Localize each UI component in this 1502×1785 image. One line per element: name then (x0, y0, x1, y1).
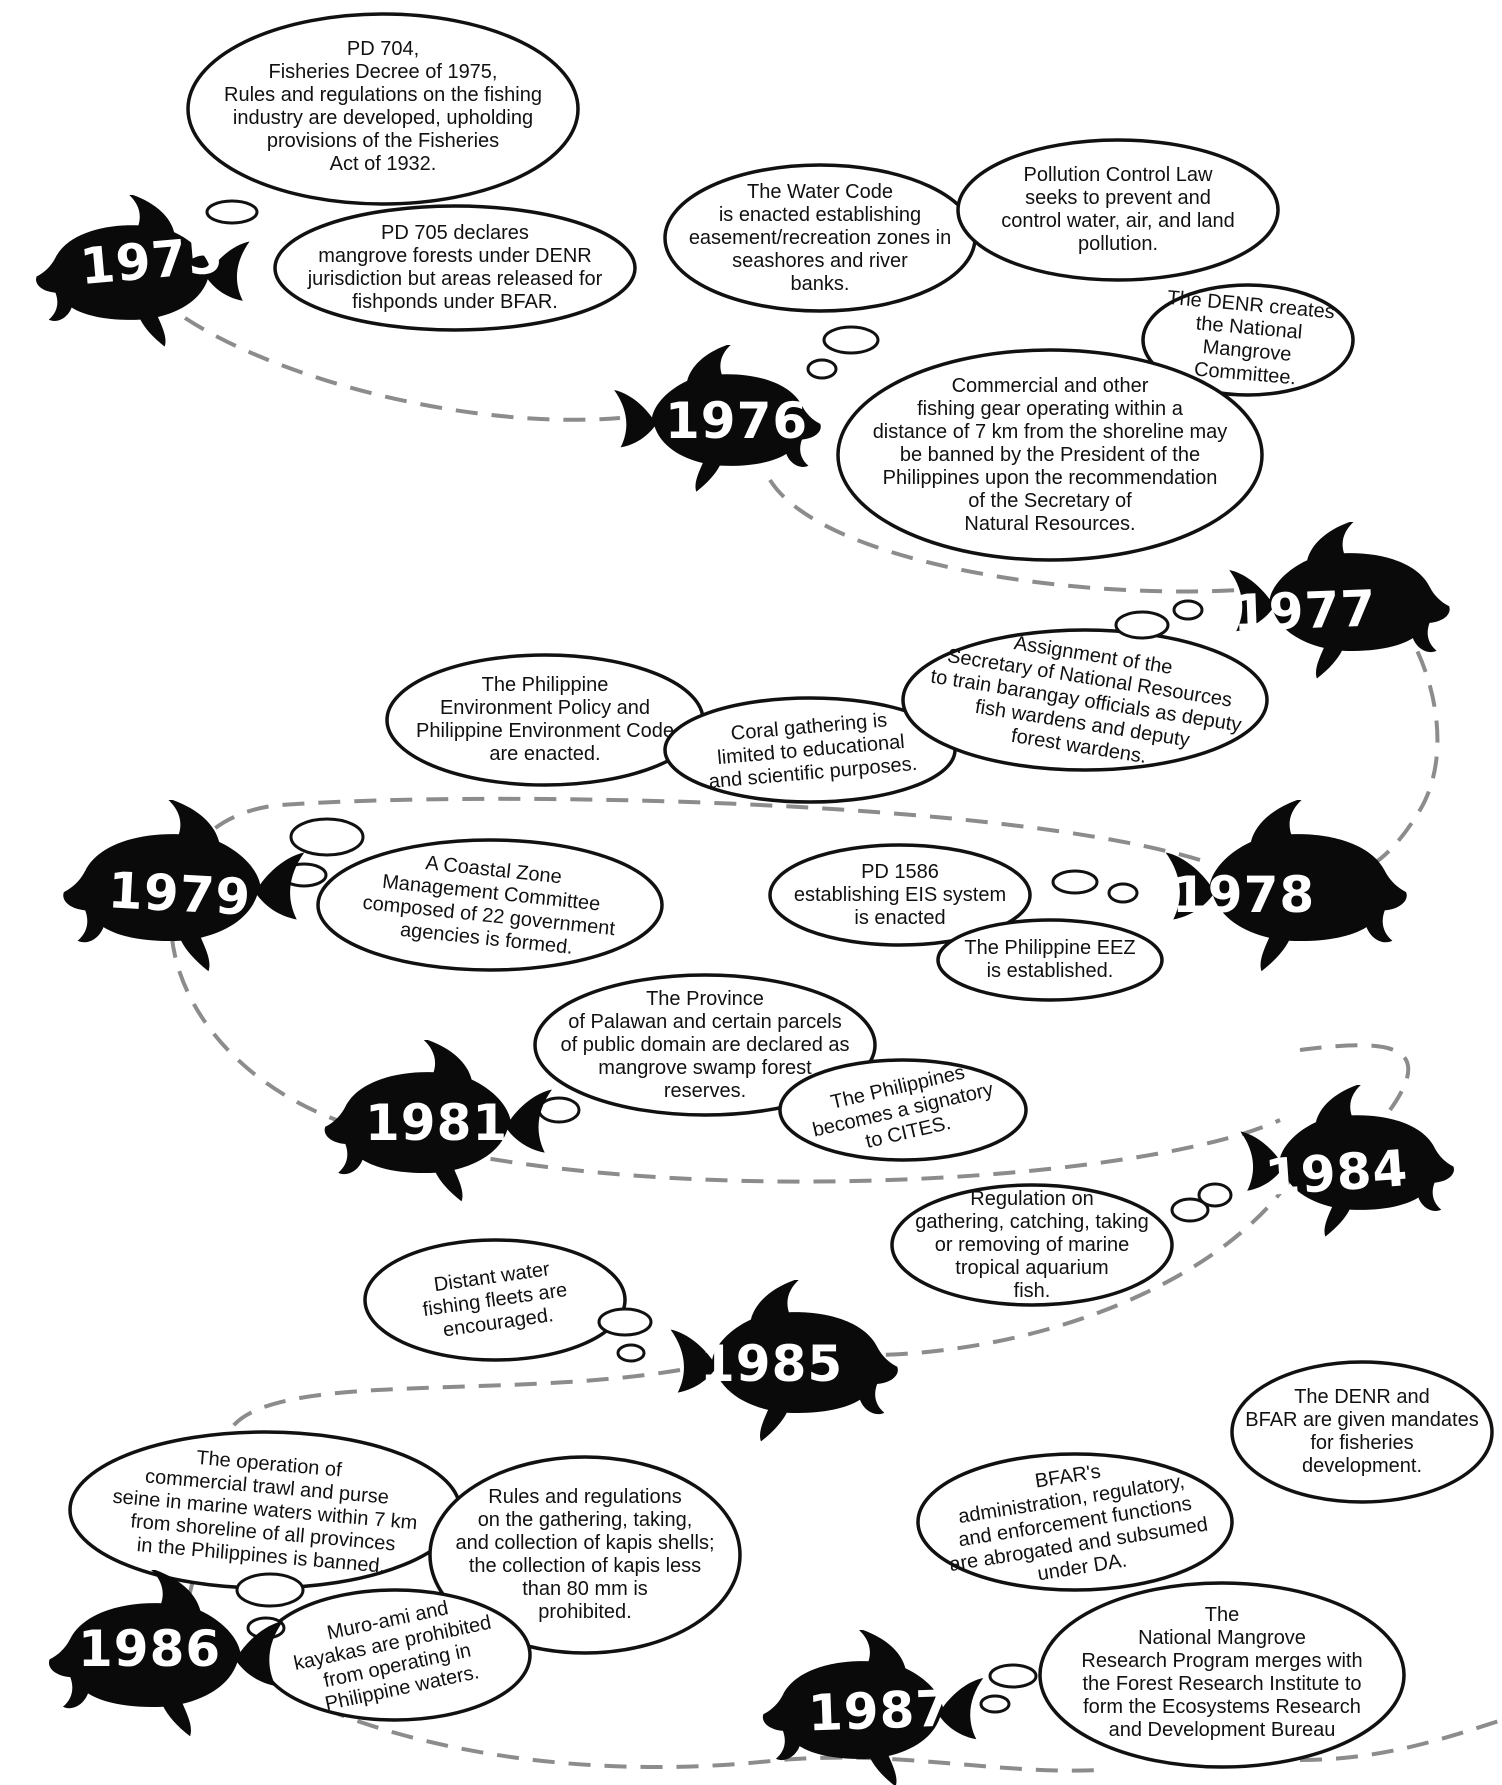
year-label-1986: 1986 (78, 1620, 222, 1678)
bubble-1976b (956, 138, 1280, 282)
bubble-1977c (901, 628, 1269, 772)
bubble-1985a (363, 1238, 627, 1362)
year-label-1979: 1979 (106, 861, 253, 927)
year-label-1978: 1978 (1172, 866, 1316, 924)
bubble-1987c (1038, 1581, 1406, 1769)
year-label-1977: 1977 (1232, 579, 1378, 643)
bubble-1979a (316, 838, 664, 972)
event-1978-pd1586: PD 1586 establishing EIS system is enact… (793, 860, 1007, 929)
event-1976-water-code: The Water Code is enacted establishing e… (688, 180, 952, 295)
event-1984-aquarium-fish: Regulation on gathering, catching, takin… (915, 1187, 1149, 1302)
event-1975-pd705: PD 705 declares mangrove forests under D… (307, 222, 603, 313)
event-1986-kapis-shells: Rules and regulations on the gathering, … (455, 1486, 715, 1623)
year-label-1984: 1984 (1263, 1139, 1411, 1207)
bubble-1986b (428, 1455, 742, 1655)
event-1975-pd704: PD 704, Fisheries Decree of 1975, Rules … (224, 38, 542, 175)
bubble-1975a (186, 12, 580, 206)
event-1977-environment-code: The Philippine Environment Policy and Ph… (416, 674, 674, 765)
year-label-1981: 1981 (365, 1094, 509, 1152)
bubble-1975b (273, 204, 637, 332)
bubble-1984a (890, 1183, 1174, 1307)
event-1978-eez: The Philippine EEZ is established. (964, 937, 1136, 982)
bubble-1978a (768, 843, 1032, 947)
year-label-1985: 1985 (700, 1335, 844, 1393)
bubble-1981b (778, 1058, 1028, 1162)
year-label-1987: 1987 (807, 1679, 953, 1743)
bubble-1981a (533, 973, 877, 1117)
event-1976-pollution-law: Pollution Control Law seeks to prevent a… (1001, 164, 1235, 255)
thought-dots (205, 199, 1233, 1714)
event-1987-denr-bfar-mandates: The DENR and BFAR are given mandates for… (1245, 1386, 1479, 1477)
bubble-1978b (936, 918, 1164, 1002)
event-bubbles (68, 12, 1494, 1769)
event-1987-ecosystems-bureau: The National Mangrove Research Program m… (1081, 1604, 1363, 1741)
event-1981-palawan-reserves: The Province of Palawan and certain parc… (560, 987, 850, 1102)
bubble-1987a (1230, 1360, 1494, 1504)
year-label-1976: 1976 (665, 392, 809, 450)
bubble-1987b (916, 1452, 1234, 1592)
bubble-1976d (836, 348, 1264, 562)
event-1976-fishing-gear-ban: Commercial and other fishing gear operat… (872, 374, 1228, 535)
year-label-1975: 1975 (77, 225, 226, 297)
bubble-1976c (1141, 283, 1355, 397)
